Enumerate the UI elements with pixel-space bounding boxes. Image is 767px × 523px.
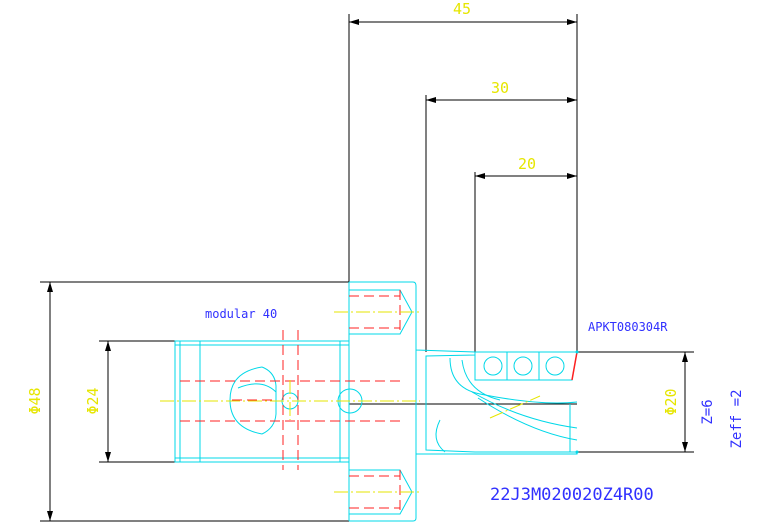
arrow-24-bottom (105, 452, 111, 462)
notes: modular 40 APKT080304R Z=6 Zeff =2 22J3M… (205, 307, 745, 505)
flute-curve-1 (449, 357, 578, 404)
dim-text-dia-24: Φ24 (84, 387, 102, 414)
flute-curve-5 (435, 419, 446, 453)
insert-screw-1 (483, 356, 503, 376)
arrow-20dia-bottom (682, 442, 688, 452)
arrow-48-top (47, 282, 53, 292)
note-part-code: 22J3M020020Z4R00 (490, 485, 654, 505)
dimension-texts: 45 30 20 Φ48 Φ24 Φ20 (26, 0, 680, 416)
dim-text-45: 45 (453, 0, 471, 18)
arrow-20dia-top (682, 352, 688, 362)
dim-text-dia-48: Φ48 (26, 387, 44, 414)
arrow-45-left (349, 19, 359, 25)
arrow-24-top (105, 341, 111, 351)
arrow-30-right (567, 97, 577, 103)
flute-centerline (489, 395, 541, 419)
arrow-48-bottom (47, 511, 53, 521)
key-slot-arc-right (261, 366, 277, 435)
flute-curve-3 (471, 391, 578, 429)
insert-screw-3 (545, 356, 565, 376)
insert-screw-2 (513, 356, 533, 376)
flute-curve-4 (477, 397, 578, 441)
arrowheads (47, 19, 688, 521)
dim-text-20: 20 (518, 155, 536, 173)
adapter-body-outline (349, 281, 578, 522)
dim-text-dia-20: Φ20 (662, 388, 680, 415)
insert-outline (474, 351, 578, 381)
arrow-30-left (426, 97, 436, 103)
dim-text-30: 30 (491, 79, 509, 97)
arrow-20-left (475, 173, 485, 179)
hidden-lines (180, 290, 405, 514)
flute-curve-2 (461, 359, 501, 401)
key-slot-arc-left (229, 366, 263, 435)
tool-corner-marker (575, 450, 579, 454)
arrow-20-right (567, 173, 577, 179)
arrow-45-right (567, 19, 577, 25)
note-teeth: Z=6 (700, 399, 716, 424)
dimension-lines (40, 14, 694, 522)
note-insert: APKT080304R (588, 320, 668, 334)
note-modular: modular 40 (205, 307, 277, 321)
insert-corner-marker (575, 350, 579, 354)
center-lines (160, 311, 541, 493)
insert-cutting-edge (571, 351, 578, 381)
insert-edge (571, 351, 578, 381)
note-zeff: Zeff =2 (729, 389, 745, 448)
key-slot-top (237, 383, 277, 393)
